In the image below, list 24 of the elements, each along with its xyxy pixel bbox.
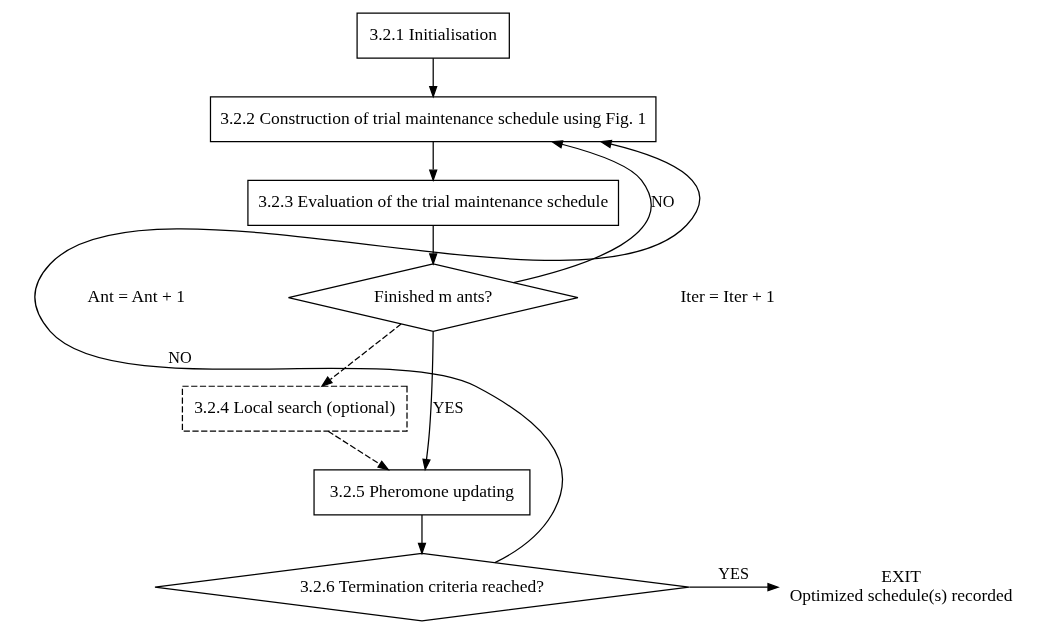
node-box: 3.2.1 Initialisation xyxy=(356,12,510,59)
arrow xyxy=(327,430,390,471)
arrow xyxy=(417,514,427,556)
edge-label: NO xyxy=(651,193,675,212)
node-diamond: 3.2.6 Termination criteria reached? xyxy=(154,552,690,622)
node-box: 3.2.5 Pheromone updating xyxy=(313,469,531,516)
arrow xyxy=(320,323,402,388)
arrow xyxy=(688,582,780,592)
arrow xyxy=(422,330,434,472)
label: Iter = Iter + 1 xyxy=(680,286,775,307)
edge-label: YES xyxy=(718,564,749,583)
edge-label: NO xyxy=(168,349,192,368)
arrow xyxy=(428,57,438,99)
node-box: 3.2.3 Evaluation of the trial maintenance schedule xyxy=(247,179,620,226)
label: Ant = Ant + 1 xyxy=(87,286,185,307)
arrow xyxy=(428,224,438,266)
arrow xyxy=(428,141,438,183)
node-text: EXIT Optimized schedule(s) recorded xyxy=(789,566,1013,606)
arrow xyxy=(512,140,652,284)
node-box: 3.2.2 Construction of trial maintenance schedule using Fig. 1 xyxy=(209,96,657,143)
node-box: 3.2.4 Local search (optional) xyxy=(181,385,408,432)
arrow xyxy=(34,139,701,564)
node-diamond: Finished m ants? xyxy=(287,263,579,332)
edge-label: YES xyxy=(432,398,464,417)
